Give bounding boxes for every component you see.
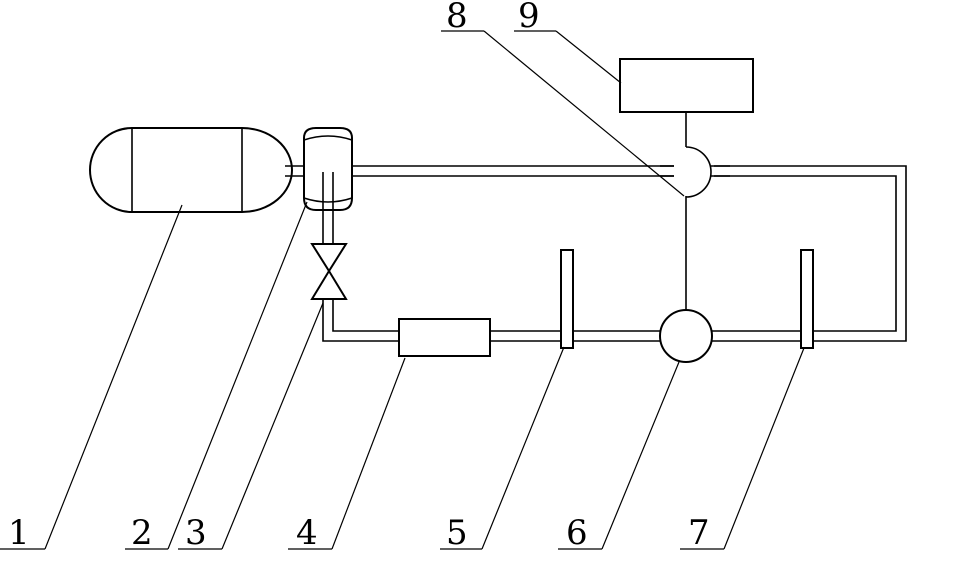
flange-left xyxy=(560,249,574,349)
callout-labels: 1 2 3 4 5 6 7 8 9 xyxy=(8,0,710,553)
valve xyxy=(310,243,348,300)
callout-4: 4 xyxy=(296,513,318,553)
controller xyxy=(619,58,754,113)
callout-8: 8 xyxy=(446,0,468,36)
callout-3: 3 xyxy=(185,513,207,553)
callout-1: 1 xyxy=(8,513,30,553)
cylinder-outlet-pipe xyxy=(285,165,304,177)
callout-5: 5 xyxy=(446,513,468,553)
callout-6: 6 xyxy=(566,513,588,553)
callout-7: 7 xyxy=(688,513,710,553)
flange-right xyxy=(800,249,814,349)
callout-2: 2 xyxy=(131,513,153,553)
pipe-loop xyxy=(322,165,907,342)
regulator-head xyxy=(303,127,353,211)
gas-cylinder xyxy=(89,127,293,213)
callout-9: 9 xyxy=(518,0,540,36)
signal-line xyxy=(660,112,730,310)
sensor xyxy=(659,309,713,363)
leader-lines xyxy=(0,30,805,550)
filter xyxy=(398,318,491,357)
